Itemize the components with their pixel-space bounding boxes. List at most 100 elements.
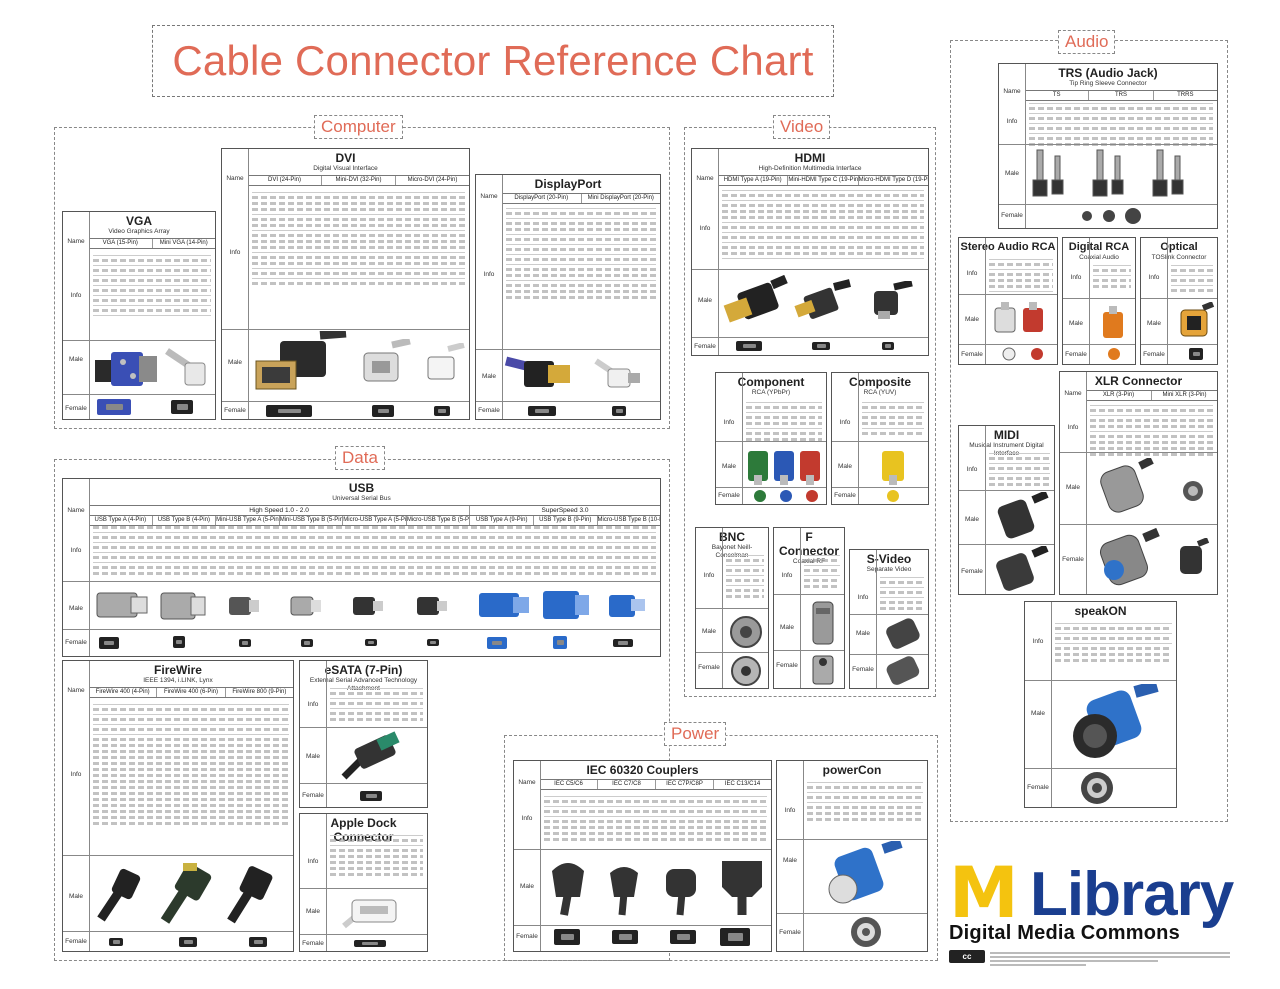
usb-group-superspeed: SuperSpeed 3.0 bbox=[469, 506, 660, 515]
fconnector-male-connector-icon bbox=[812, 601, 834, 645]
xlr-male-connector-icon bbox=[1100, 458, 1154, 513]
vga-row-name: Name bbox=[67, 238, 85, 245]
micro-usb-b-female-port-icon bbox=[427, 639, 439, 646]
firewire-row-info: Info bbox=[70, 771, 82, 778]
firewire-9pin-female-port-icon bbox=[249, 937, 267, 947]
speakon-row-male: Male bbox=[1030, 710, 1046, 717]
composite-male-connector-icon bbox=[882, 451, 904, 485]
usb-subtitle: Universal Serial Bus bbox=[332, 495, 391, 502]
stereo-rca-male-connectors-icon bbox=[994, 302, 1043, 333]
xlr-col-1: Mini XLR (3-Pin) bbox=[1151, 391, 1217, 400]
xlr-row-name: Name bbox=[1064, 390, 1082, 397]
component-subtitle: RCA (YPbPr) bbox=[751, 389, 791, 396]
dvi-columns: DVI (24-Pin) Mini-DVI (32-Pin) Micro-DVI… bbox=[248, 175, 469, 186]
dvi-title: DVI bbox=[335, 151, 356, 165]
hdmi-col-2: Micro-HDMI Type D (19-Pin) bbox=[857, 176, 928, 185]
mini-hdmi-female-port-icon bbox=[812, 342, 830, 350]
esata-panel: eSATA (7-Pin) External Serial Advanced T… bbox=[299, 660, 428, 808]
midi-male-connector-icon bbox=[997, 492, 1049, 539]
vga-col-1: Mini VGA (14-Pin) bbox=[151, 239, 216, 248]
fconnector-female-connector-icon bbox=[812, 655, 834, 685]
displayport-columns: DisplayPort (20-Pin) Mini DisplayPort (2… bbox=[502, 193, 660, 204]
vga-col-0: VGA (15-Pin) bbox=[102, 240, 138, 246]
dvi-col-1: Mini-DVI (32-Pin) bbox=[321, 176, 395, 185]
svideo-row-info: Info bbox=[857, 594, 869, 601]
firewire-columns: FireWire 400 (4-Pin) FireWire 400 (6-Pin… bbox=[89, 687, 293, 698]
iec-title: IEC 60320 Couplers bbox=[586, 763, 699, 777]
esata-row-male: Male bbox=[305, 753, 321, 760]
firewire-col-2: FireWire 800 (9-Pin) bbox=[224, 688, 293, 697]
dvi-col-2: Micro-DVI (24-Pin) bbox=[395, 176, 469, 185]
xlr-row-info: Info bbox=[1067, 424, 1079, 431]
bnc-female-connector-icon bbox=[731, 656, 761, 686]
stereo-rca-row-female: Female bbox=[961, 351, 983, 358]
trs-row-female: Female bbox=[1001, 212, 1023, 219]
component-male-connectors-icon bbox=[748, 451, 820, 485]
esata-row-female: Female bbox=[302, 792, 324, 799]
trs-row-info: Info bbox=[1006, 118, 1018, 125]
usb-panel: USB Universal Serial Bus High Speed 1.0 … bbox=[62, 478, 661, 657]
displayport-row-name: Name bbox=[480, 193, 498, 200]
video-section-label: Video bbox=[773, 115, 831, 139]
data-section-label: Data bbox=[335, 446, 385, 470]
digital-rca-panel: Digital RCA Coaxial Audio Info Male Fema… bbox=[1062, 237, 1136, 365]
usb3-a-female-port-icon bbox=[487, 637, 507, 649]
powercon-row-male: Male bbox=[782, 857, 798, 864]
iec-row-info: Info bbox=[521, 815, 533, 822]
esata-female-port-icon bbox=[360, 791, 382, 801]
firewire-male-connectors-icon bbox=[97, 863, 273, 924]
esata-title: eSATA (7-Pin) bbox=[324, 663, 403, 677]
usb-col-2: Mini-USB Type A (5-Pin) bbox=[215, 516, 279, 525]
midi-title: MIDI bbox=[993, 428, 1020, 442]
usb-col-1: USB Type B (4-Pin) bbox=[151, 516, 216, 525]
composite-row-female: Female bbox=[834, 492, 856, 499]
mini-usb-b-female-port-icon bbox=[301, 639, 313, 647]
usb-col-0: USB Type A (4-Pin) bbox=[94, 517, 147, 523]
optical-title: Optical bbox=[1160, 241, 1198, 253]
displayport-row-male: Male bbox=[481, 373, 497, 380]
powercon-title: powerCon bbox=[822, 763, 882, 777]
midi-panel: MIDI Musical Instrument Digital Interfac… bbox=[958, 425, 1055, 595]
hdmi-row-info: Info bbox=[699, 225, 711, 232]
mini-displayport-male-connector-icon bbox=[594, 358, 640, 388]
apple-dock-male-connector-icon bbox=[342, 899, 397, 929]
firewire-panel: FireWire IEEE 1394, i.LINK, Lynx FireWir… bbox=[62, 660, 294, 952]
apple-dock-row-info: Info bbox=[307, 858, 319, 865]
mini-hdmi-male-connector-icon bbox=[794, 279, 851, 319]
dvi-panel: DVI Digital Visual Interface DVI (24-Pin… bbox=[221, 148, 470, 420]
speakon-male-connector-icon bbox=[1073, 684, 1159, 758]
hdmi-subtitle: High-Definition Multimedia Interface bbox=[758, 165, 862, 172]
bnc-row-male: Male bbox=[701, 628, 717, 635]
vga-row-male: Male bbox=[68, 356, 84, 363]
speakon-female-connector-icon bbox=[1081, 772, 1113, 804]
iec-row-female: Female bbox=[516, 933, 538, 940]
esata-male-connector-icon bbox=[341, 731, 400, 780]
powercon-male-connector-icon bbox=[828, 841, 903, 904]
bnc-row-female: Female bbox=[698, 664, 720, 671]
logo-library: Library bbox=[1030, 860, 1234, 929]
composite-row-info: Info bbox=[839, 419, 851, 426]
mini-displayport-female-port-icon bbox=[612, 406, 626, 416]
hdmi-row-female: Female bbox=[694, 343, 716, 350]
digital-rca-title: Digital RCA bbox=[1068, 241, 1130, 253]
xlr-col-0: XLR (3-Pin) bbox=[1102, 392, 1135, 398]
page-title: Cable Connector Reference Chart bbox=[172, 37, 814, 84]
xlr-panel: XLR Connector XLR (3-Pin) Mini XLR (3-Pi… bbox=[1059, 371, 1218, 595]
trs-subtitle: Tip Ring Sleeve Connector bbox=[1069, 80, 1147, 87]
usb-col-8: Micro-USB Type B (10-Pin) bbox=[596, 516, 660, 525]
bnc-title: BNC bbox=[719, 530, 745, 544]
iec-col-3: IEC C13/C14 bbox=[713, 780, 771, 789]
fconnector-row-male: Male bbox=[779, 624, 795, 631]
optical-subtitle: TOSlink Connector bbox=[1151, 254, 1207, 261]
mini-dvi-female-port-icon bbox=[372, 405, 394, 417]
component-row-female: Female bbox=[718, 492, 740, 499]
displayport-row-female: Female bbox=[478, 407, 500, 414]
hdmi-row-name: Name bbox=[696, 175, 714, 182]
usb-group-highspeed: High Speed 1.0 - 2.0 bbox=[249, 507, 309, 514]
iec-col-0: IEC C5/C6 bbox=[554, 781, 583, 787]
trs-row-male: Male bbox=[1004, 170, 1020, 177]
midi-row-male: Male bbox=[964, 516, 980, 523]
usb-row-info: Info bbox=[70, 547, 82, 554]
midi-row-female: Female bbox=[961, 568, 983, 575]
usb-title: USB bbox=[348, 481, 375, 495]
